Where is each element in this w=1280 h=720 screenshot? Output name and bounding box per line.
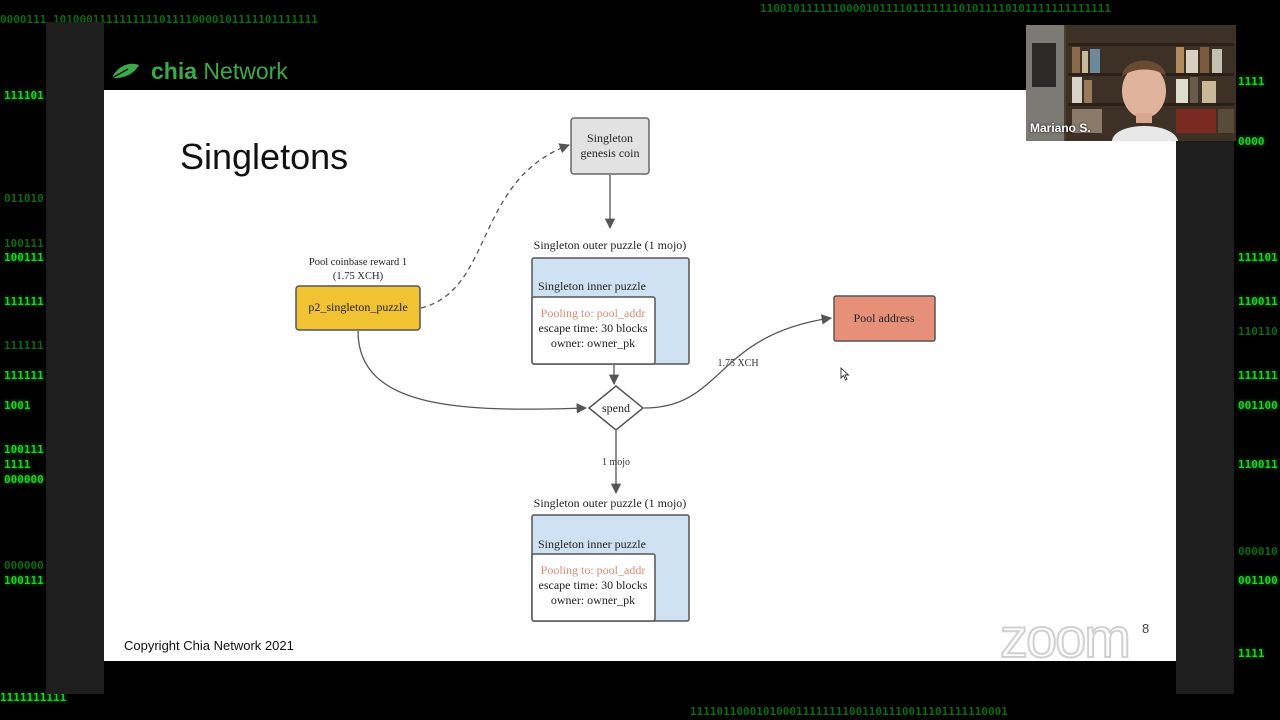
slide-header <box>104 52 1176 90</box>
left-frame <box>46 22 104 694</box>
binary-decor-right-3: 111101 <box>1238 251 1278 264</box>
pooling-to-text-top: Pooling to: pool_addr <box>541 306 646 320</box>
copyright-footer: Copyright Chia Network 2021 <box>124 638 294 653</box>
zoom-watermark: zoom <box>999 605 1132 670</box>
binary-decor-bottom-left: 1111111111 <box>0 691 67 704</box>
binary-decor-bottom-center: 1111011000101000111111110011011100111011… <box>690 705 1008 718</box>
mouse-cursor-icon <box>840 367 850 381</box>
binary-decor-right-5: 110110 <box>1238 325 1278 338</box>
reward-label-1: Pool coinbase reward 1 <box>309 257 407 268</box>
binary-decor-left-6: 111111 <box>4 339 44 352</box>
chia-leaf-icon <box>111 63 139 79</box>
binary-decor-left-9: 100111 <box>4 443 44 456</box>
binary-decor-right-9: 000010 <box>1238 545 1278 558</box>
owner-text-top: owner: owner_pk <box>551 336 635 350</box>
binary-decor-right-2: 0000 <box>1238 135 1265 148</box>
binary-decor-right-11: 1111 <box>1238 647 1265 660</box>
binary-decor-left-5: 111111 <box>4 295 44 308</box>
presentation-slide: Singletons Singleton genesis coin Single… <box>104 90 1176 661</box>
mojo-label: 1 mojo <box>602 457 630 468</box>
right-frame <box>1176 140 1234 694</box>
binary-decor-left-8: 1001 <box>4 399 31 412</box>
escape-time-text-bottom: escape time: 30 blocks <box>539 578 648 592</box>
slide-number: 8 <box>1142 621 1150 636</box>
video-feed-image <box>1026 25 1236 141</box>
binary-decor-top-right: 1100101111110000101111011111110101111010… <box>760 2 1111 15</box>
inner-puzzle-label-bottom: Singleton inner puzzle <box>538 537 646 551</box>
p2-singleton-puzzle-label: p2_singleton_puzzle <box>308 300 407 314</box>
binary-decor-right-10: 001100 <box>1238 574 1278 587</box>
inner-puzzle-box-bottom <box>531 553 656 622</box>
binary-decor-left-10: 1111 <box>4 458 31 471</box>
arrow-spend-to-pool <box>643 314 833 409</box>
binary-decor-left-1: 111101 <box>4 89 44 102</box>
owner-text-bottom: owner: owner_pk <box>551 593 635 607</box>
binary-decor-right-4: 110011 <box>1238 295 1278 308</box>
spend-diamond <box>587 385 645 431</box>
reward-label-2: (1.75 XCH) <box>333 271 384 282</box>
participant-name: Mariano S. <box>1030 121 1091 135</box>
xch-amount-label: 1.75 XCH <box>717 358 758 369</box>
binary-decor-right-1: 1111 <box>1238 75 1265 88</box>
binary-decor-left-11: 000000 <box>4 473 44 486</box>
binary-decor-left-13: 100111 <box>4 574 44 587</box>
genesis-coin-label-1: Singleton <box>587 131 633 145</box>
inner-puzzle-box-top <box>531 296 656 365</box>
dashed-arrow-p2-to-genesis <box>420 143 570 309</box>
participant-video[interactable]: Mariano S. <box>1026 25 1236 141</box>
binary-decor-right-7: 001100 <box>1238 399 1278 412</box>
escape-time-text-top: escape time: 30 blocks <box>539 321 648 335</box>
p2-singleton-puzzle-box <box>295 285 421 331</box>
binary-decor-left-3: 100111 <box>4 237 44 250</box>
binary-decor-right-8: 110011 <box>1238 458 1278 471</box>
binary-decor-right-6: 111111 <box>1238 369 1278 382</box>
outer-puzzle-label-top: Singleton outer puzzle (1 mojo) <box>534 238 687 252</box>
pool-address-label: Pool address <box>854 311 915 325</box>
pool-address-box <box>833 295 936 342</box>
genesis-coin-box <box>570 117 650 175</box>
binary-decor-left-2: 011010 <box>4 192 44 205</box>
inner-puzzle-label-top: Singleton inner puzzle <box>538 279 646 293</box>
genesis-coin-label-2: genesis coin <box>581 146 640 160</box>
binary-decor-top-left: 0000111 10100011111111110111100001011111… <box>0 13 318 26</box>
singleton-diagram: Singleton genesis coin Singleton outer p… <box>295 117 936 622</box>
binary-decor-left-7: 111111 <box>4 369 44 382</box>
pooling-to-text-bottom: Pooling to: pool_addr <box>541 563 646 577</box>
binary-decor-left-12: 000000 <box>4 559 44 572</box>
arrow-p2-to-spend <box>357 330 588 414</box>
outer-puzzle-label-bottom: Singleton outer puzzle (1 mojo) <box>534 496 687 510</box>
slide-title: Singletons <box>180 136 349 177</box>
brand-logo-text: chia Network <box>151 58 288 84</box>
binary-decor-left-4: 100111 <box>4 251 44 264</box>
spend-label: spend <box>602 401 630 415</box>
